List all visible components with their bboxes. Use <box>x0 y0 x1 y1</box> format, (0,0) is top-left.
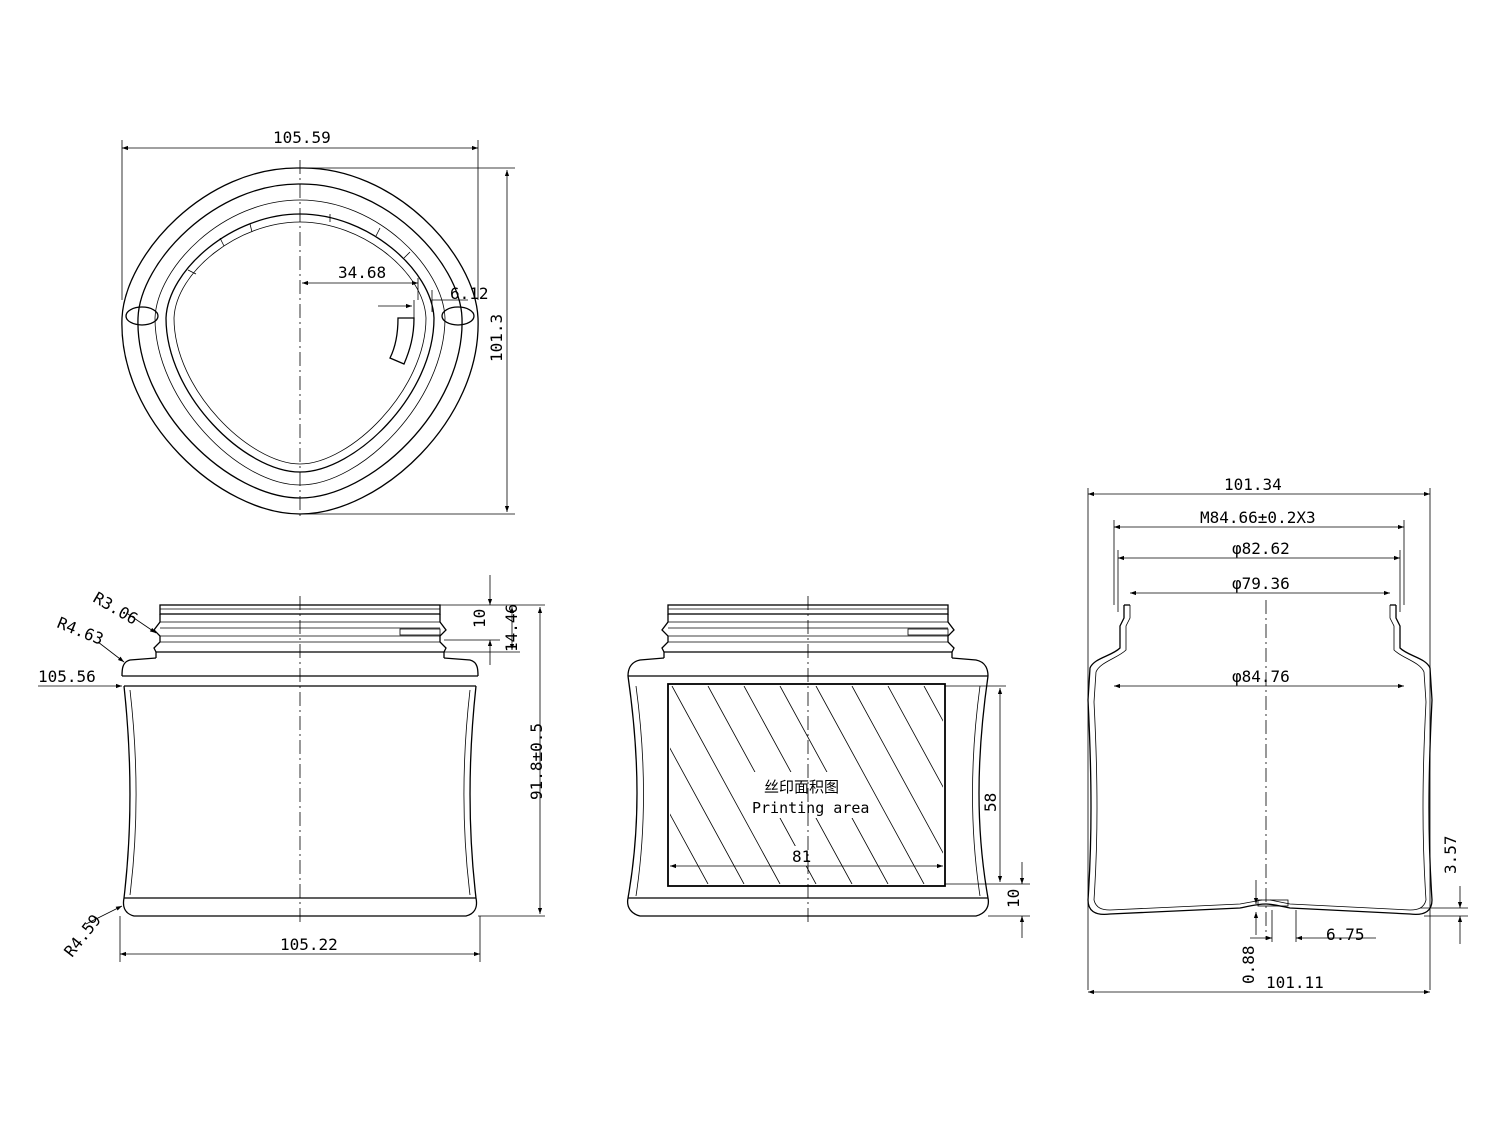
shoulder-radius-dim: R4.63 <box>55 613 107 649</box>
top-height-dim: 101.3 <box>487 314 506 362</box>
neck-radius-dim: R3.06 <box>90 588 141 629</box>
base-recess-dim: 3.57 <box>1441 835 1460 874</box>
diameter-84-dim: φ84.76 <box>1232 667 1290 686</box>
base-offset-dim: 6.75 <box>1326 925 1365 944</box>
top-view: 105.59 101.3 34.68 6.12 <box>121 128 515 520</box>
section-view: 101.34 M84.66±0.2X3 φ82.62 φ79.36 φ84.76… <box>1087 475 1468 995</box>
print-width-dim: 81 <box>792 847 811 866</box>
neck-height-dim: 10 <box>470 609 489 628</box>
total-height-dim: 91.8±0.5 <box>527 723 546 800</box>
body-top-width-dim: 105.56 <box>38 667 96 686</box>
print-bottom-dim: 10 <box>1004 889 1023 908</box>
finish-height-dim: 14.46 <box>502 604 521 652</box>
side-view: 丝印面积图 Printing area 81 58 10 <box>626 596 1030 938</box>
print-area-label-en: Printing area <box>752 799 869 817</box>
top-width-dim: 105.59 <box>273 128 331 147</box>
radius-offset-dim: 34.68 <box>338 263 386 282</box>
diameter-79-dim: φ79.36 <box>1232 574 1290 593</box>
front-view: R3.06 R4.63 105.56 10 14.46 91.8±0.5 R4.… <box>38 575 546 962</box>
bottom-width-dim: 105.22 <box>280 935 338 954</box>
print-height-dim: 58 <box>981 793 1000 812</box>
wall-thickness-dim: 0.88 <box>1239 945 1258 984</box>
section-top-width-dim: 101.34 <box>1224 475 1282 494</box>
section-bottom-width-dim: 101.11 <box>1266 973 1324 992</box>
print-area-label-cn: 丝印面积图 <box>764 778 839 796</box>
thread-dim: M84.66±0.2X3 <box>1200 508 1316 527</box>
diameter-82-dim: φ82.62 <box>1232 539 1290 558</box>
lug-width-dim: 6.12 <box>450 284 489 303</box>
